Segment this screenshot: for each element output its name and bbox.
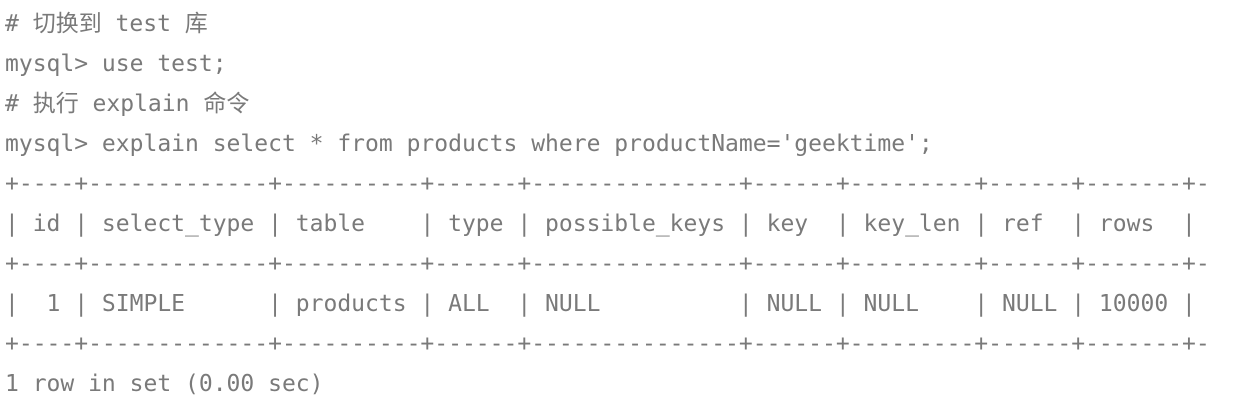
terminal-line-table-header-row: | id | select_type | table | type | poss… bbox=[5, 211, 1196, 237]
terminal-line-command-use-test: mysql> use test; bbox=[5, 51, 227, 77]
terminal-line-command-explain: mysql> explain select * from products wh… bbox=[5, 131, 933, 157]
terminal-line-table-rule-top: +----+-------------+----------+------+--… bbox=[5, 171, 1210, 197]
terminal-line-comment-switch-db: # 切换到 test 库 bbox=[5, 11, 208, 37]
terminal-line-table-rule-bottom: +----+-------------+----------+------+--… bbox=[5, 331, 1210, 357]
terminal-line-table-data-row: | 1 | SIMPLE | products | ALL | NULL | N… bbox=[5, 291, 1196, 317]
terminal-line-comment-run-explain: # 执行 explain 命令 bbox=[5, 91, 250, 117]
terminal-line-status-row-count: 1 row in set (0.00 sec) bbox=[5, 371, 324, 397]
terminal-line-table-rule-middle: +----+-------------+----------+------+--… bbox=[5, 251, 1210, 277]
